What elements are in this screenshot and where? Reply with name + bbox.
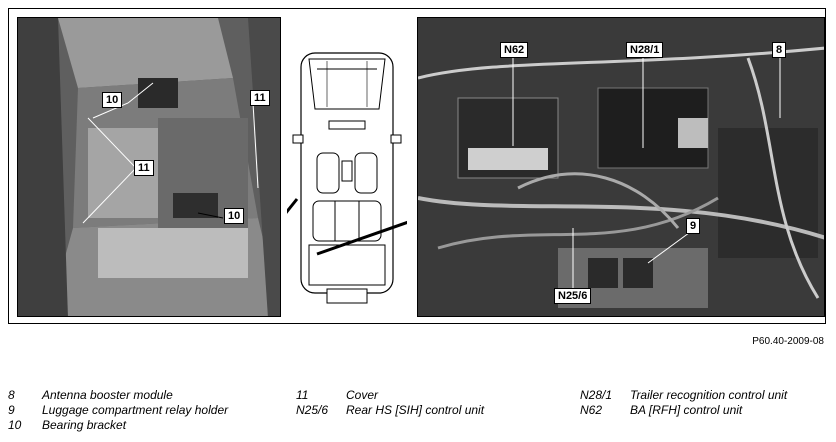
- callout-label: N25/6: [554, 288, 592, 304]
- vehicle-top-view: [287, 49, 407, 309]
- vehicle-outline-illustration: [287, 52, 407, 304]
- legend-label: BA [RFH] control unit: [630, 403, 743, 417]
- callout-label: 11: [134, 160, 154, 176]
- legend-key: 8: [8, 388, 15, 402]
- legend-label: Rear HS [SIH] control unit: [346, 403, 485, 417]
- control-units-photo: N62 N28/1 8 9 N25/6: [417, 17, 825, 317]
- legend-key: N28/1: [580, 388, 613, 402]
- legend-label: Cover: [346, 388, 379, 402]
- callout-label: 9: [686, 218, 701, 234]
- control-units-illustration: [418, 18, 824, 316]
- callout-label: 10: [102, 92, 123, 108]
- legend-key: N25/6: [296, 403, 329, 417]
- callout-label: 8: [772, 42, 787, 58]
- legend-label: Bearing bracket: [42, 418, 127, 432]
- figure-frame: 10 11 11 10: [8, 8, 826, 324]
- legend-key: 9: [8, 403, 15, 417]
- document-reference: P60.40-2009-08: [752, 336, 824, 347]
- legend-key: N62: [580, 403, 603, 417]
- legend-label: Trailer recognition control unit: [630, 388, 788, 402]
- legend-label: Antenna booster module: [42, 388, 173, 402]
- callout-label: 10: [224, 208, 245, 224]
- legend-key: 10: [8, 418, 22, 432]
- legend-key: 11: [296, 388, 309, 402]
- luggage-compartment-photo: 10 11 11 10: [17, 17, 281, 317]
- callout-label: 11: [250, 90, 270, 106]
- callout-label: N62: [500, 42, 529, 58]
- legend-label: Luggage compartment relay holder: [42, 403, 229, 417]
- callout-label: N28/1: [626, 42, 664, 58]
